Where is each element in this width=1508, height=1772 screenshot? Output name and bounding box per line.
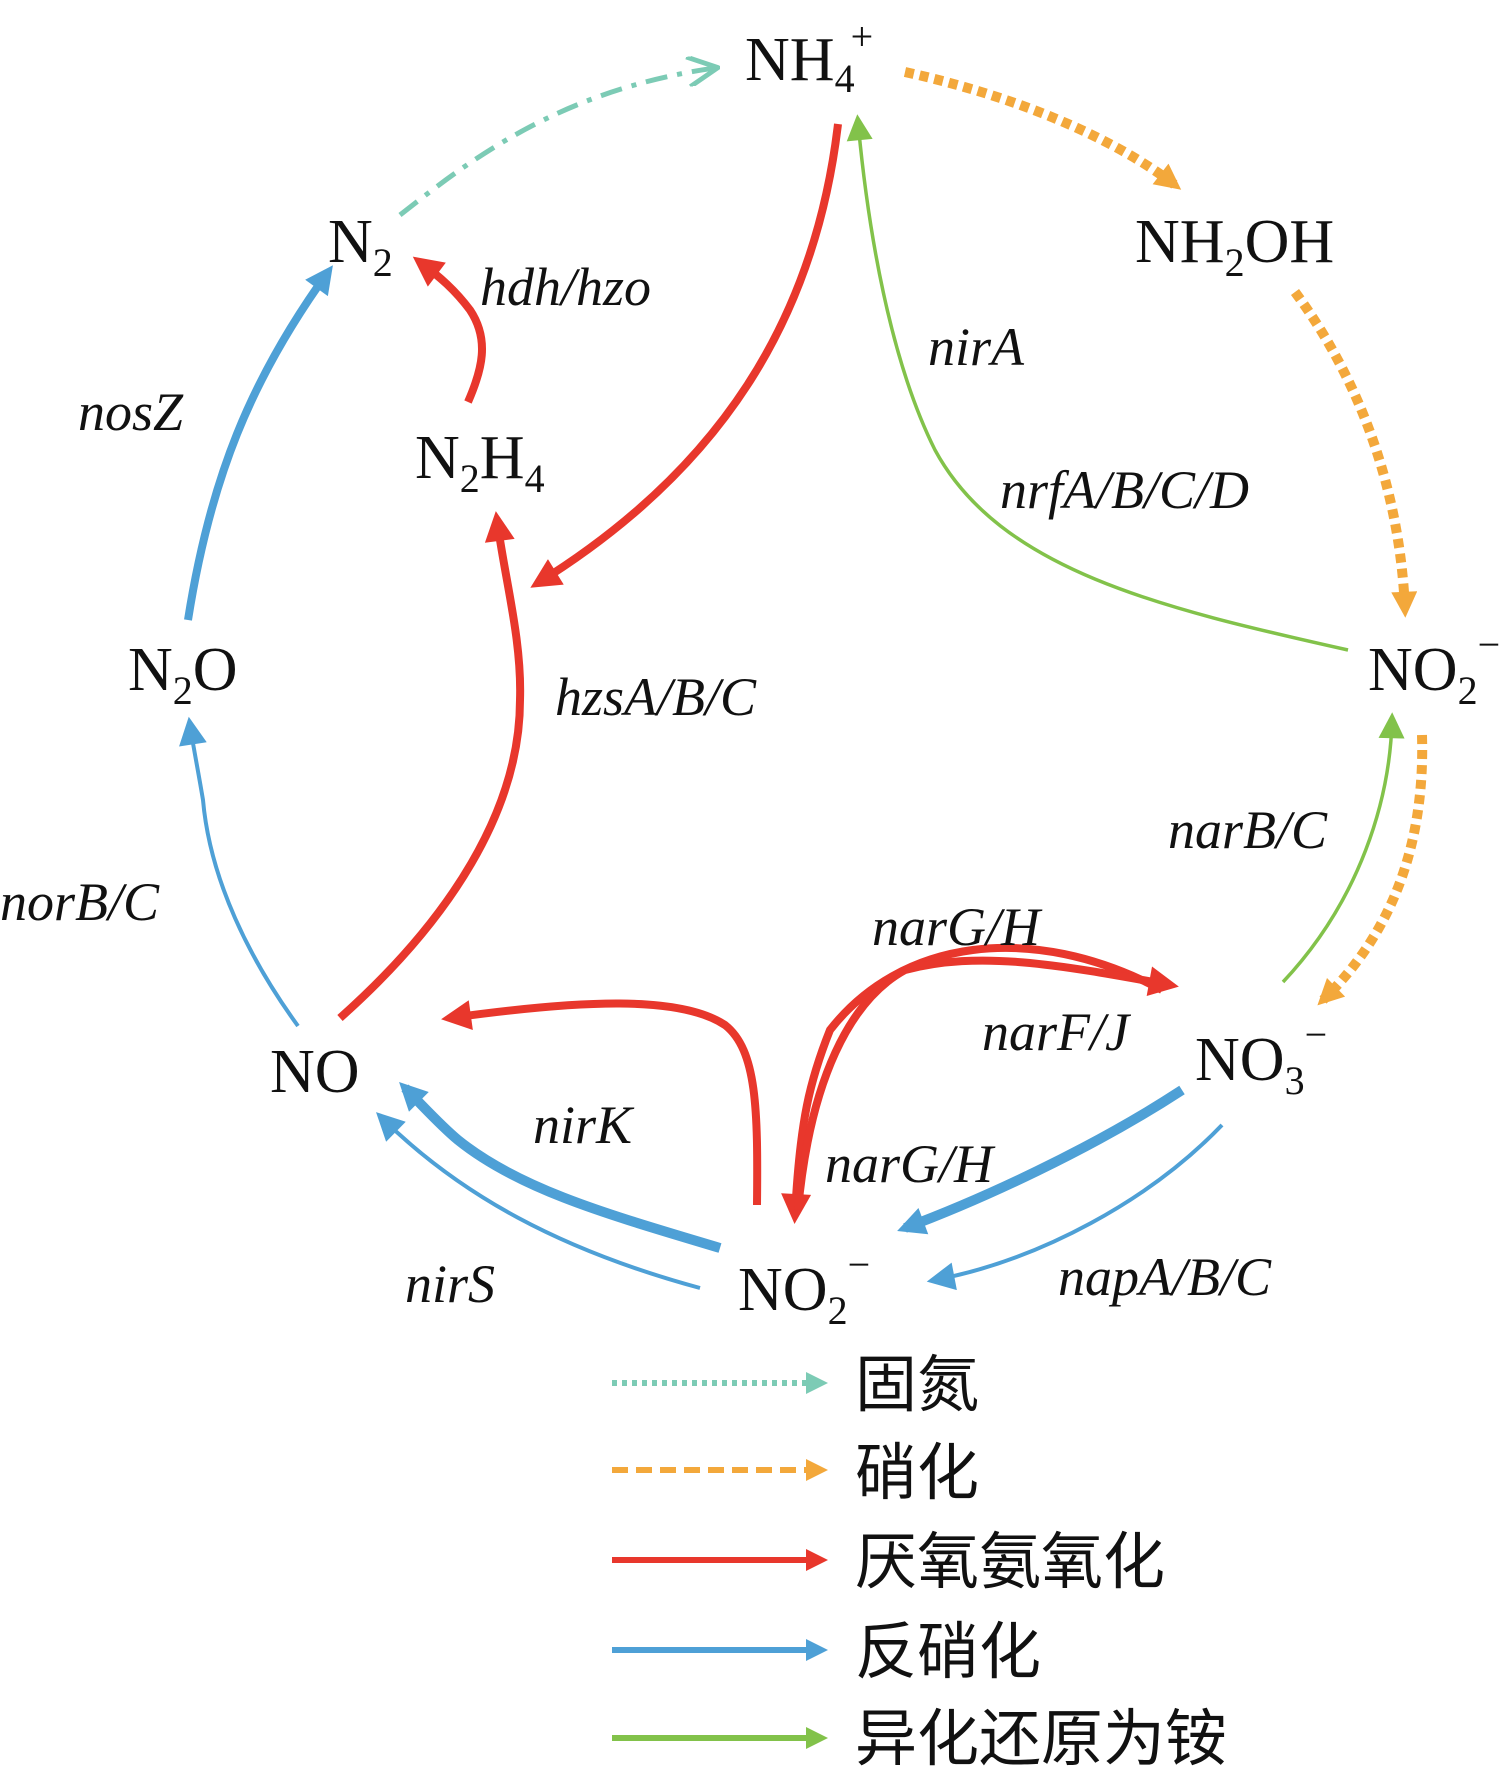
species-nh4: NH4+	[745, 14, 873, 101]
arrow-fixation-n2-to-nh4	[398, 68, 715, 217]
legend-arrowhead-dnra	[806, 1727, 828, 1749]
gene-narBC: narB/C	[1168, 800, 1328, 860]
gene-nirA: nirA	[928, 317, 1025, 377]
arrow-denit-n2o-to-n2	[184, 265, 333, 621]
arrow-dnra-no2-to-nh4	[846, 114, 1349, 652]
species-no3: NO3−	[1195, 1012, 1327, 1103]
species-no2-bottom: NO2−	[738, 1242, 870, 1333]
species-nh2oh: NH2OH	[1135, 208, 1334, 285]
legend-item-dnra: 异化还原为铵	[612, 1702, 1227, 1772]
gene-narFJ: narF/J	[982, 1002, 1132, 1062]
legend-label-anammox: 厌氧氨氧化	[855, 1525, 1165, 1598]
gene-nirK: nirK	[533, 1095, 635, 1155]
species-labels: NH4+ NH2OH N2 N2H4 N2O NO NO2− NO3− NO2−	[128, 14, 1500, 1333]
legend-item-denitrification: 反硝化	[612, 1615, 1041, 1688]
arrow-denit-no3-to-no2-thick	[897, 1085, 1185, 1235]
arrow-anammox-nh4-to-no2	[530, 123, 842, 588]
legend-arrowhead-nitrification	[806, 1459, 828, 1481]
arrow-denit-no2-to-no-thin	[376, 1112, 701, 1290]
gene-nirS: nirS	[405, 1254, 495, 1314]
arrow-narGH-no2-to-no3	[794, 956, 1179, 1211]
species-n2o: N2O	[128, 636, 238, 713]
gene-hzsABC: hzsA/B/C	[555, 667, 757, 727]
arrow-denit-no-to-n2o	[179, 716, 300, 1028]
gene-nosZ: nosZ	[78, 382, 184, 442]
legend: 固氮 硝化 厌氧氨氧化 反硝化 异化还原为铵	[612, 1348, 1227, 1772]
arrow-anammox-no-to-n2h4	[337, 511, 525, 1021]
arrow-denit-no3-to-no2-thin	[926, 1123, 1224, 1291]
arrows	[179, 67, 1428, 1291]
species-n2: N2	[328, 208, 393, 285]
legend-arrowhead-denitrification	[806, 1639, 828, 1661]
arrow-dnra-no3-to-no2	[1281, 712, 1405, 984]
gene-nrfABCD: nrfA/B/C/D	[1000, 460, 1249, 520]
legend-item-fixation: 固氮	[612, 1348, 979, 1421]
arrow-narGH-no3-to-no2	[781, 943, 1164, 1224]
arrow-denit-no2-to-no-thick	[399, 1082, 722, 1253]
legend-label-fixation: 固氮	[855, 1348, 979, 1421]
legend-item-nitrification: 硝化	[612, 1436, 979, 1509]
legend-label-denitrification: 反硝化	[855, 1615, 1041, 1688]
arrow-nitrification-nh4-to-nh2oh	[903, 67, 1182, 190]
species-no2-right: NO2−	[1368, 622, 1500, 713]
legend-label-dnra: 异化还原为铵	[855, 1702, 1227, 1772]
arrow-nitrification-nh2oh-to-no2	[1290, 289, 1418, 618]
legend-label-nitrification: 硝化	[855, 1436, 979, 1509]
arrow-nitrification-no2-to-no3	[1317, 734, 1428, 1006]
legend-arrowhead-anammox	[806, 1549, 828, 1571]
arrow-anammox-no2-to-no	[441, 999, 762, 1206]
species-n2h4: N2H4	[415, 424, 545, 501]
gene-labels: hdh/hzo nosZ nirA nrfA/B/C/D hzsA/B/C no…	[0, 257, 1328, 1314]
species-no: NO	[270, 1038, 360, 1106]
legend-arrowhead-fixation	[806, 1372, 828, 1394]
gene-narGH-bottom: narG/H	[825, 1134, 996, 1194]
gene-norBC: norB/C	[0, 872, 160, 932]
legend-item-anammox: 厌氧氨氧化	[612, 1525, 1165, 1598]
gene-narGH-top: narG/H	[872, 897, 1043, 957]
gene-hdh-hzo: hdh/hzo	[480, 257, 651, 317]
gene-napABC: napA/B/C	[1058, 1247, 1272, 1307]
arrow-anammox-n2h4-to-n2	[412, 256, 486, 404]
